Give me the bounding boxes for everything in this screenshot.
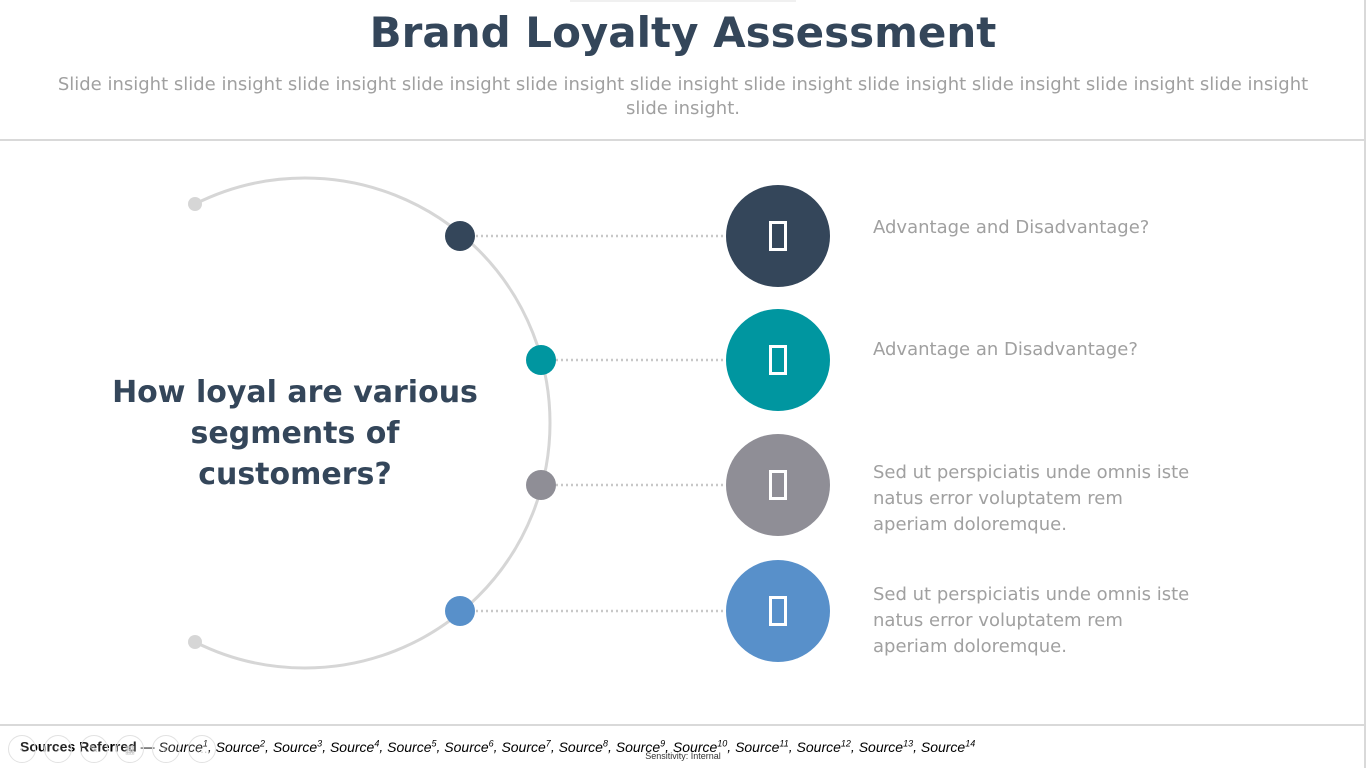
- source-reference[interactable]: Source12: [796, 738, 851, 755]
- sources-separator: —: [136, 738, 159, 755]
- source-reference[interactable]: Source5: [387, 738, 437, 755]
- previous-slide-button[interactable]: ‹: [8, 735, 36, 763]
- item-3-icon-circle: [726, 434, 830, 536]
- source-number: 11: [779, 738, 789, 748]
- source-name: Source: [796, 738, 841, 755]
- pen-icon: ✎: [89, 742, 99, 756]
- slides-overview-button[interactable]: ▦: [116, 735, 144, 763]
- sources-list: Source1, Source2, Source3, Source4, Sour…: [158, 738, 976, 755]
- source-name: Source: [272, 738, 318, 755]
- zoom-button[interactable]: ⌕: [152, 735, 180, 763]
- header-divider: [0, 139, 1366, 141]
- source-number: 7: [545, 738, 551, 748]
- footer-divider: [0, 724, 1366, 726]
- pen-tool-button[interactable]: ✎: [80, 735, 108, 763]
- source-name: Source: [672, 738, 718, 755]
- arrow-left-icon: ‹: [19, 742, 25, 756]
- item-4-icon-circle: [726, 560, 830, 662]
- source-reference[interactable]: Source10: [672, 738, 728, 755]
- source-name: Source: [735, 738, 780, 755]
- source-reference[interactable]: Source8: [558, 738, 608, 755]
- ellipsis-icon: …: [196, 742, 208, 756]
- source-name: Source: [329, 738, 375, 755]
- grid-icon: ▦: [124, 742, 136, 756]
- slide-right-border: [1364, 0, 1366, 768]
- source-number: 4: [374, 738, 380, 748]
- source-number: 3: [317, 738, 323, 748]
- arc-node-2: [526, 345, 556, 375]
- source-reference[interactable]: Source13: [858, 738, 914, 755]
- source-number: 6: [488, 738, 494, 748]
- placeholder-icon: [769, 470, 787, 500]
- source-reference[interactable]: Source14: [920, 738, 976, 755]
- source-reference[interactable]: Source9: [615, 738, 666, 755]
- source-number: 12: [840, 738, 851, 748]
- source-reference[interactable]: Source3: [272, 738, 323, 755]
- source-name: Source: [215, 738, 261, 755]
- item-2-text: Advantage an Disadvantage?: [873, 339, 1138, 360]
- source-reference[interactable]: Source6: [444, 738, 494, 755]
- magnifier-icon: ⌕: [162, 742, 170, 755]
- arc-node-4: [445, 596, 475, 626]
- placeholder-icon: [769, 345, 787, 375]
- source-name: Source: [501, 738, 546, 755]
- arrow-right-icon: ›: [55, 742, 61, 756]
- arc-curve: [194, 176, 552, 670]
- arc-node-3: [526, 470, 556, 500]
- source-reference[interactable]: Source7: [501, 738, 551, 755]
- source-reference[interactable]: Source11: [735, 738, 789, 755]
- item-1-text: Advantage and Disadvantage?: [873, 217, 1150, 238]
- item-1-icon-circle: [726, 185, 830, 287]
- sensitivity-label: Sensitivity: Internal: [645, 751, 721, 761]
- source-number: 5: [431, 738, 437, 748]
- placeholder-icon: [769, 221, 787, 251]
- source-name: Source: [444, 738, 489, 755]
- source-name: Source: [858, 738, 904, 755]
- source-number: 8: [602, 738, 608, 748]
- arc-node-1: [445, 221, 475, 251]
- source-name: Source: [615, 738, 661, 755]
- sources-footer: Sources Referred — Source1, Source2, Sou…: [20, 738, 1320, 755]
- central-question: How loyal are various segments of custom…: [112, 375, 478, 492]
- source-number: 10: [717, 738, 728, 748]
- item-3-text: Sed ut perspiciatis unde omnis iste natu…: [873, 462, 1190, 535]
- source-name: Source: [387, 738, 432, 755]
- next-slide-button[interactable]: ›: [44, 735, 72, 763]
- item-2-icon-circle: [726, 309, 830, 411]
- more-options-button[interactable]: …: [188, 735, 216, 763]
- presentation-toolbar: ‹ › ✎ ▦ ⌕ …: [8, 735, 216, 765]
- source-number: 9: [660, 738, 666, 748]
- source-number: 13: [903, 738, 914, 748]
- source-name: Source: [920, 738, 966, 755]
- top-edge-line: [570, 0, 796, 2]
- source-reference[interactable]: Source2: [215, 738, 266, 755]
- source-reference[interactable]: Source4: [329, 738, 380, 755]
- slide-subtitle: Slide insight slide insight slide insigh…: [57, 74, 1309, 119]
- placeholder-icon: [769, 596, 787, 626]
- slide-title: Brand Loyalty Assessment: [369, 8, 997, 57]
- arc-end-dot-bottom: [188, 635, 202, 649]
- source-number: 2: [260, 738, 266, 748]
- source-name: Source: [558, 738, 603, 755]
- source-number: 14: [965, 738, 976, 748]
- item-4-text: Sed ut perspiciatis unde omnis iste natu…: [873, 584, 1190, 657]
- arc-end-dot-top: [188, 197, 202, 211]
